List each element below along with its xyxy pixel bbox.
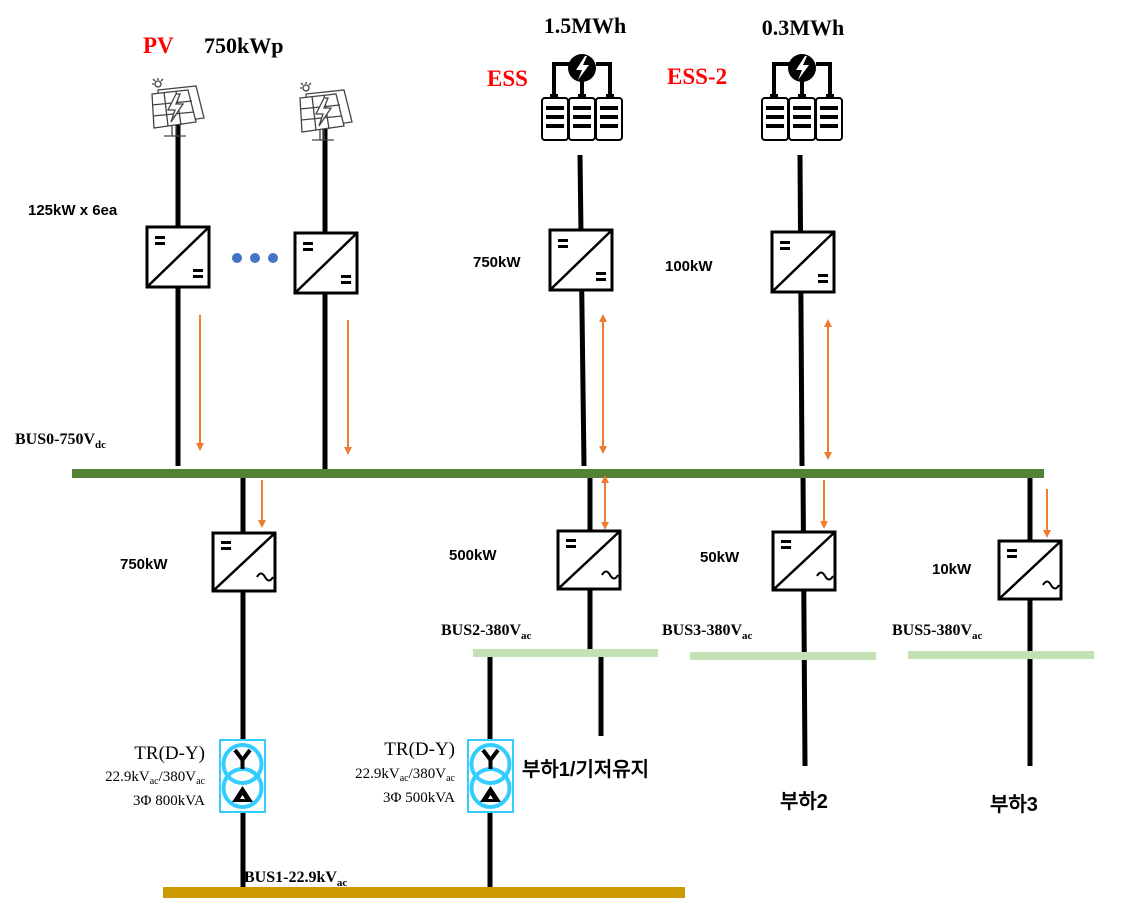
bus1-label: BUS1-22.9kVac [244,869,347,889]
bus2-inverter-rating: 500kW [449,547,497,564]
bus3-inverter-rating: 50kW [700,549,740,566]
transformer-2-label: TR(D-Y) 22.9kVac/380Vac 3Φ 500kVA [355,739,455,806]
bus1-bar [163,887,685,898]
svg-text:3Φ 800kVA: 3Φ 800kVA [133,793,205,809]
ess2-capacity: 0.3MWh [762,15,845,40]
battery-storage-icon [760,52,844,142]
load3-label: 부하3 [990,793,1038,816]
bus5-label: BUS5-380Vac [892,622,983,642]
ellipsis-dots [232,253,278,263]
bus2-label: BUS2-380Vac [441,622,532,642]
power-flow-arrows [196,314,1051,538]
ess-capacity: 1.5MWh [544,13,627,38]
transformer-1-label: TR(D-Y) 22.9kVac/380Vac 3Φ 800kVA [105,743,205,809]
transformer-1-icon [218,738,267,814]
bus3-inverter [771,530,837,592]
bus3-label: BUS3-380Vac [662,622,753,642]
bus3-bar [690,652,876,660]
bus0-bar [72,469,1044,478]
ess2-converter-rating: 100kW [665,258,713,275]
main-inverter-rating: 750kW [120,556,168,573]
ess-dcdc-converter [548,228,614,292]
pv-dcdc-converter-1 [145,225,211,289]
bus5-inverter-rating: 10kW [932,561,972,578]
bus2-inverter [556,529,622,591]
pv-label: PV [143,33,174,58]
load2-label: 부하2 [780,790,828,813]
svg-text:TR(D-Y): TR(D-Y) [134,743,205,764]
svg-text:22.9kVac/380Vac: 22.9kVac/380Vac [355,766,455,784]
bus2-bar [473,649,658,657]
transformer-2-icon [466,738,515,814]
ess2-label: ESS-2 [667,64,727,89]
main-inverter [211,531,277,593]
bus5-inverter [997,539,1063,601]
svg-text:3Φ 500kVA: 3Φ 500kVA [383,790,455,806]
svg-text:TR(D-Y): TR(D-Y) [384,739,455,760]
ess-converter-rating: 750kW [473,254,521,271]
bus0-label: BUS0-750Vdc [15,431,106,451]
pv-capacity: 750kWp [204,33,283,58]
pv-inverter-spec: 125kW x 6ea [28,202,118,219]
ess2-dcdc-converter [770,230,836,294]
load1-label: 부하1/기저유지 [522,758,649,781]
ess-label: ESS [487,66,528,91]
bus5-bar [908,651,1094,659]
svg-text:22.9kVac/380Vac: 22.9kVac/380Vac [105,769,205,787]
battery-storage-icon [540,52,624,142]
pv-dcdc-converter-6 [293,231,359,295]
